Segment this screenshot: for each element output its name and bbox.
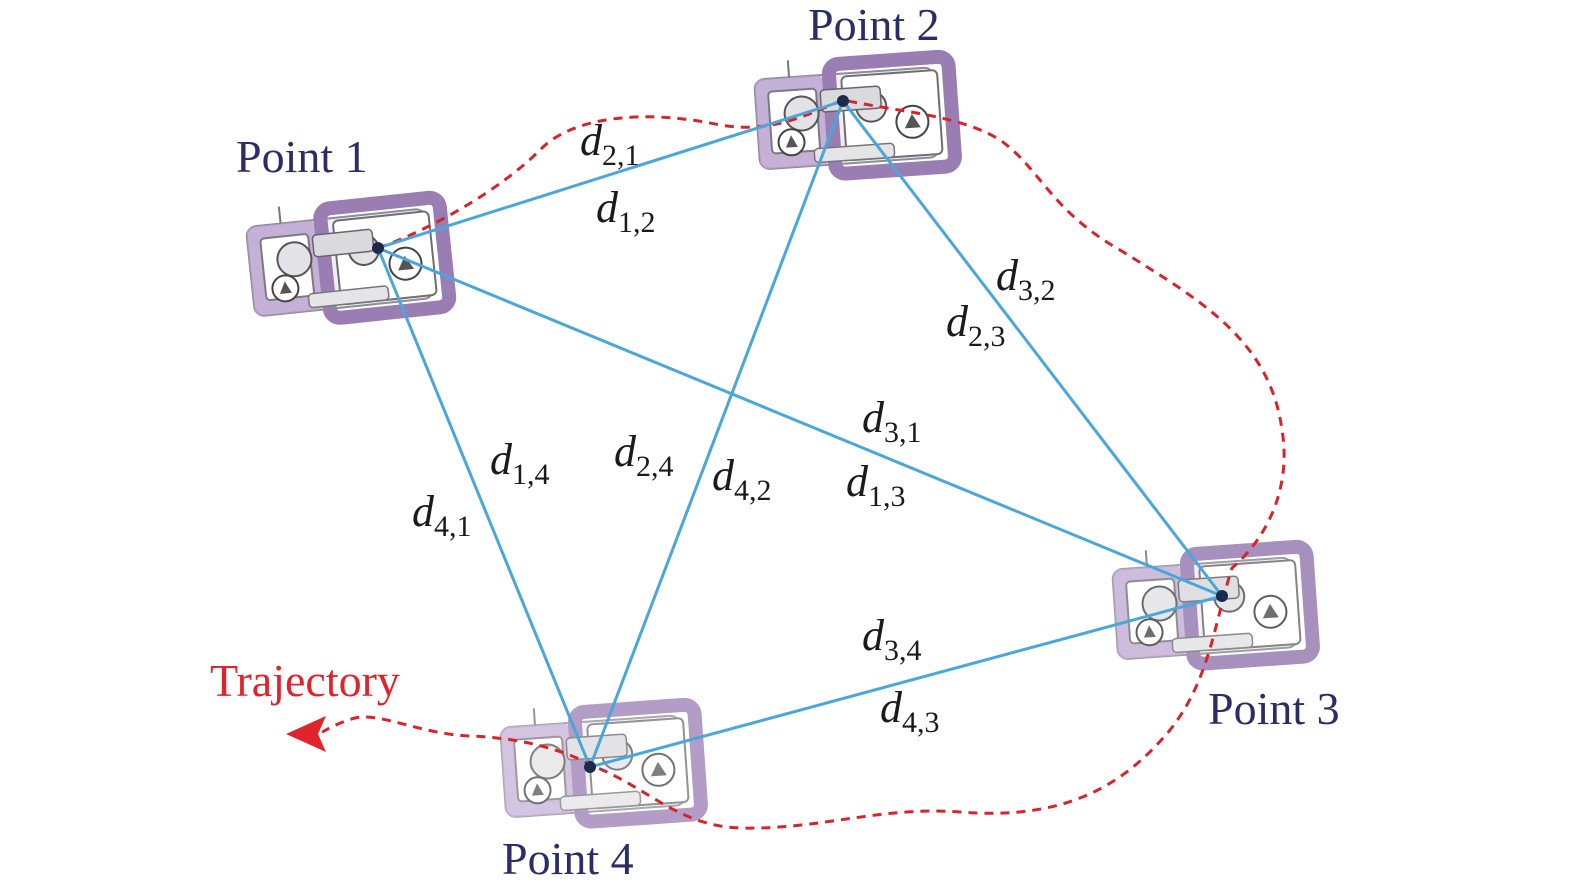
distance-subscript: 2,4 (636, 450, 674, 483)
distance-label-d24: d2,4 (614, 427, 674, 483)
distance-label-d31: d3,1 (862, 393, 922, 449)
link-2-3 (841, 100, 1224, 597)
point-3-label: Point 3 (1208, 683, 1340, 734)
link-1-2 (377, 99, 844, 250)
distance-symbol: d (862, 611, 885, 660)
distance-subscript: 4,3 (902, 706, 940, 739)
distance-subscript: 3,2 (1018, 274, 1056, 307)
point-2-label: Point 2 (808, 0, 940, 50)
distance-label-d41: d4,1 (412, 487, 472, 543)
vehicle-point-1 (244, 190, 450, 327)
distance-symbol: d (614, 427, 637, 476)
link-2-4 (588, 100, 845, 768)
link-4-3 (589, 594, 1223, 769)
distance-subscript: 3,4 (884, 634, 922, 667)
distance-label-d43: d4,3 (880, 683, 940, 739)
distance-symbol: d (996, 251, 1019, 300)
vehicle-point-3 (1111, 539, 1314, 669)
distance-label-d21: d2,1 (580, 116, 640, 172)
distance-label-d34: d3,4 (862, 611, 922, 667)
distance-label-d13: d1,3 (846, 457, 906, 513)
distance-symbol: d (946, 297, 969, 346)
distance-subscript: 1,4 (512, 458, 550, 491)
trajectory-label: Trajectory (210, 655, 400, 706)
underwater-vehicle-icon (1111, 539, 1314, 669)
point-1-label: Point 1 (236, 131, 368, 182)
arrow-left-icon (286, 716, 326, 752)
distance-symbol: d (712, 451, 735, 500)
node-point-2 (837, 95, 849, 107)
node-point-4 (584, 761, 596, 773)
distance-symbol: d (580, 116, 603, 165)
distance-subscript: 3,1 (884, 416, 922, 449)
distance-subscript: 1,3 (868, 480, 906, 513)
distance-subscript: 1,2 (618, 206, 656, 239)
distance-label-d14: d1,4 (490, 435, 550, 491)
node-point-1 (372, 242, 384, 254)
distance-symbol: d (490, 435, 513, 484)
underwater-vehicle-icon (244, 190, 450, 327)
distance-symbol: d (862, 393, 885, 442)
distance-symbol: d (596, 183, 619, 232)
distance-subscript: 2,1 (602, 139, 640, 172)
node-point-3 (1216, 590, 1228, 602)
point-4-label: Point 4 (502, 833, 634, 884)
link-1-4 (376, 247, 592, 768)
distance-subscript: 4,1 (434, 510, 472, 543)
distance-symbol: d (880, 683, 903, 732)
link-1-3 (377, 246, 1223, 598)
distance-symbol: d (846, 457, 869, 506)
distance-label-d42: d4,2 (712, 451, 772, 507)
distance-symbol: d (412, 487, 435, 536)
distance-subscript: 4,2 (734, 474, 772, 507)
distance-label-d12: d1,2 (596, 183, 656, 239)
distance-label-d23: d2,3 (946, 297, 1006, 353)
distance-subscript: 2,3 (968, 320, 1006, 353)
distance-label-d32: d3,2 (996, 251, 1056, 307)
